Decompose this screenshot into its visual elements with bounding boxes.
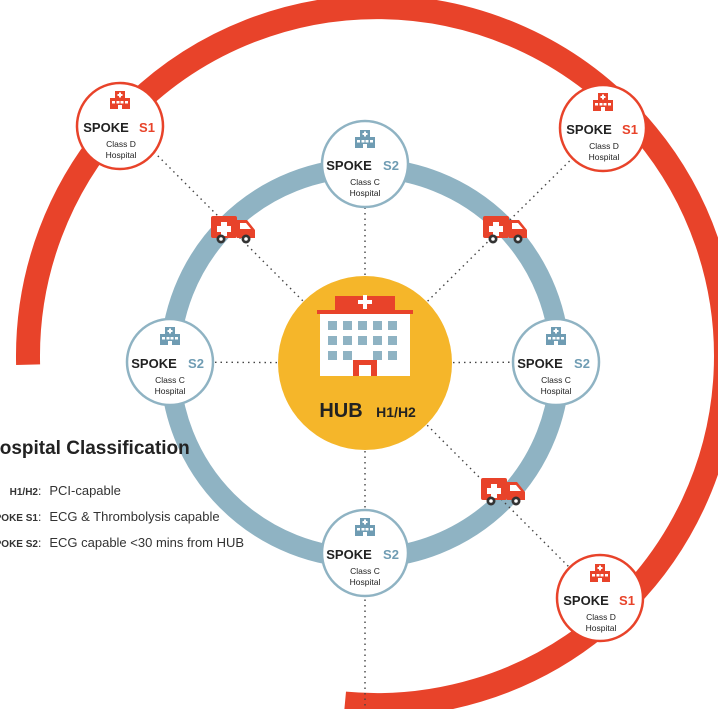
spoke-tier: S1 — [139, 120, 155, 135]
spoke-tier: S2 — [188, 356, 204, 371]
spoke-type: Hospital — [541, 386, 572, 396]
spoke-type: Hospital — [155, 386, 186, 396]
spoke-name: SPOKE — [563, 593, 609, 608]
spoke-name: SPOKE — [517, 356, 563, 371]
spoke-node-s1-top-left: SPOKE S1 Class D Hospital — [75, 81, 165, 171]
legend-row: SPOKE S2:ECG capable <30 mins from HUB — [0, 534, 244, 552]
spoke-tier: S2 — [383, 547, 399, 562]
legend: Hospital Classification H1/H2:PCI-capabl… — [0, 438, 296, 550]
spoke-type: Hospital — [350, 188, 381, 198]
spoke-class: Class C — [350, 177, 380, 187]
hub-node: HUB H1/H2 — [278, 276, 452, 450]
ambulance-icon — [211, 216, 255, 244]
legend-desc: ECG capable <30 mins from HUB — [49, 535, 245, 550]
spoke-name: SPOKE — [131, 356, 177, 371]
legend-row: SPOKE S1:ECG & Thrombolysis capable — [0, 508, 220, 526]
spoke-tier: S1 — [619, 593, 635, 608]
legend-key: H1/H2 — [9, 487, 38, 498]
legend-key: SPOKE S1 — [0, 513, 38, 524]
spoke-type: Hospital — [350, 577, 381, 587]
legend-desc: PCI-capable — [49, 483, 121, 498]
spoke-class: Class D — [106, 139, 136, 149]
legend-desc: ECG & Thrombolysis capable — [49, 509, 220, 524]
spoke-class: Class C — [541, 375, 571, 385]
spoke-node-s1-bottom-right: SPOKE S1 Class D Hospital — [555, 553, 645, 643]
spoke-class: Class C — [350, 566, 380, 576]
spoke-class: Class D — [589, 141, 619, 151]
spoke-tier: S2 — [574, 356, 590, 371]
spoke-name: SPOKE — [83, 120, 129, 135]
spoke-node-s1-top-right: SPOKE S1 Class D Hospital — [558, 83, 648, 173]
hub-sublabel: H1/H2 — [376, 404, 416, 420]
legend-key: SPOKE S2 — [0, 539, 38, 550]
spoke-class: Class D — [586, 612, 616, 622]
spoke-type: Hospital — [586, 623, 617, 633]
hub-hospital-icon — [317, 295, 413, 376]
spoke-node-s2-right: SPOKE S2 Class C Hospital — [511, 317, 601, 407]
spoke-tier: S1 — [622, 122, 638, 137]
spoke-name: SPOKE — [326, 158, 372, 173]
spoke-type: Hospital — [106, 150, 137, 160]
spoke-name: SPOKE — [566, 122, 612, 137]
spoke-node-s2-top: SPOKE S2 Class C Hospital — [320, 119, 410, 209]
spoke-type: Hospital — [589, 152, 620, 162]
hub-label: HUB — [319, 400, 362, 422]
legend-row: H1/H2:PCI-capable — [0, 482, 121, 500]
legend-title: Hospital Classification — [0, 438, 190, 459]
spoke-tier: S2 — [383, 158, 399, 173]
spoke-class: Class C — [155, 375, 185, 385]
spoke-node-s2-bottom: SPOKE S2 Class C Hospital — [320, 508, 410, 598]
spoke-node-s2-left: SPOKE S2 Class C Hospital — [125, 317, 215, 407]
spoke-name: SPOKE — [326, 547, 372, 562]
